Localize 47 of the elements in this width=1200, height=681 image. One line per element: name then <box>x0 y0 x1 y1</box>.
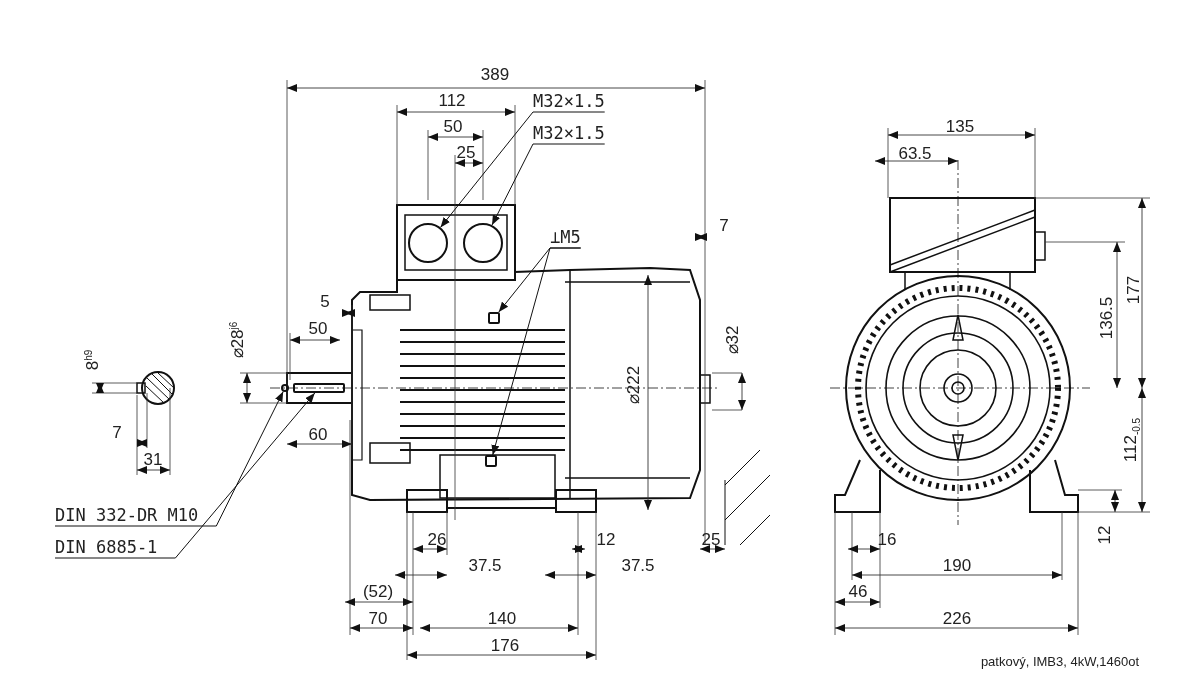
caption: patkový, IMB3, 4kW,1460ot <box>980 653 1140 671</box>
dimension-value: 60 <box>308 426 328 444</box>
leader-line <box>491 247 582 456</box>
earth-thread-label: ⊥M5 <box>550 228 581 246</box>
leader-line <box>54 392 316 559</box>
dimension-value: 25 <box>701 531 721 549</box>
earth-terminal <box>488 312 500 324</box>
dimension-value: 12 <box>596 531 616 549</box>
dimension-value: 176 <box>490 637 520 655</box>
dimension-value: 37.5 <box>468 557 502 575</box>
dimension-value: 226 <box>942 610 972 628</box>
earth-terminal <box>485 455 497 467</box>
dimension-value: 135 <box>945 118 975 136</box>
dimension-value: 50 <box>443 118 463 136</box>
dimension-value: 37.5 <box>621 557 655 575</box>
dimension-value: 7 <box>112 424 122 442</box>
cable-gland <box>463 223 503 263</box>
dimension-value: 46 <box>848 583 868 601</box>
dimension-value: 31 <box>143 451 163 469</box>
dimension-value: 177 <box>1125 275 1143 305</box>
dimension-value: 7 <box>719 217 729 235</box>
leader-line <box>491 143 606 226</box>
dimension-value: 389 <box>480 66 510 84</box>
thread-label: M32×1.5 <box>533 124 605 142</box>
center-hole <box>281 384 289 392</box>
dimension-value: 190 <box>942 557 972 575</box>
dimension-value: 50 <box>308 320 328 338</box>
dimension-value: 26 <box>427 531 447 549</box>
dimension-value: ⌀32 <box>724 325 742 355</box>
dimension-value: 140 <box>487 610 517 628</box>
dimension-value: ⌀222 <box>625 365 643 405</box>
keyway <box>293 383 345 393</box>
standard-label: DIN 332-DR M10 <box>55 506 199 524</box>
dimension-value: 12 <box>1096 525 1114 545</box>
dimension-value: (52) <box>362 583 394 601</box>
leader-line <box>54 391 284 527</box>
thread-label: M32×1.5 <box>533 92 605 110</box>
dimension-value: 112 <box>438 92 466 110</box>
dimension-value: 63.5 <box>898 145 932 163</box>
dimension-value: 70 <box>368 610 388 628</box>
dimension-value: 16 <box>877 531 897 549</box>
cable-gland <box>408 223 448 263</box>
leader-line <box>440 111 606 228</box>
dimension-value: 5 <box>320 293 330 311</box>
dimension-value: 25 <box>456 144 476 162</box>
dimension-value: 136.5 <box>1098 296 1116 340</box>
standard-label: DIN 6885-1 <box>55 538 158 556</box>
